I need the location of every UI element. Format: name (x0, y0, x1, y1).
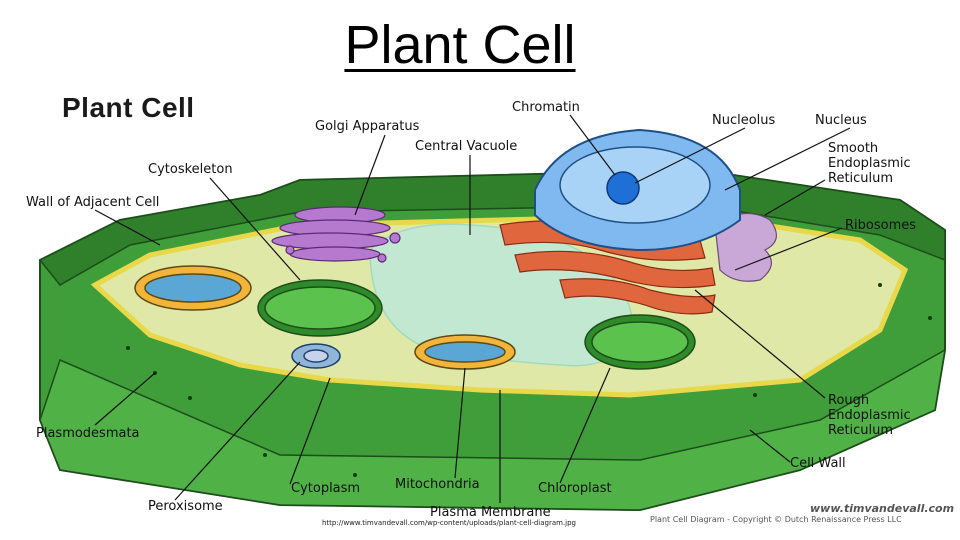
label-nucleus: Nucleus (815, 113, 867, 128)
label-wall-of-adjacent-cell: Wall of Adjacent Cell (26, 195, 160, 210)
chloroplast-right (584, 314, 696, 370)
label-plasmodesmata: Plasmodesmata (36, 426, 140, 441)
watermark-copyright: Plant Cell Diagram - Copyright © Dutch R… (650, 515, 902, 524)
plasmodesmata-dots (126, 283, 932, 477)
leader-lines (94, 114, 851, 503)
label-plasma-membrane: Plasma Membrane (430, 505, 551, 520)
label-cytoplasm: Cytoplasm (291, 481, 361, 496)
peroxisome (291, 343, 341, 369)
label-golgi-apparatus: Golgi Apparatus (315, 119, 420, 134)
label-central-vacuole: Central Vacuole (415, 139, 518, 154)
nucleus (534, 128, 741, 252)
slide-title: Plant Cell (344, 15, 576, 75)
label-chromatin: Chromatin (512, 100, 580, 115)
smooth-endoplasmic-reticulum (714, 213, 777, 282)
label-cytoskeleton: Cytoskeleton (148, 162, 233, 177)
watermark-site: www.timvandevall.com (810, 502, 955, 515)
source-url: http://www.timvandevall.com/wp-content/u… (322, 519, 577, 527)
label-chloroplast: Chloroplast (538, 481, 612, 496)
label-mitochondria: Mitochondria (395, 477, 480, 492)
chloroplast-left (257, 279, 383, 337)
golgi-apparatus (271, 206, 401, 263)
label-peroxisome: Peroxisome (148, 499, 223, 514)
mitochondrion-center (414, 334, 516, 370)
label-smooth-er: Smooth Endoplasmic Reticulum (828, 141, 911, 186)
nucleolus (606, 171, 640, 205)
cell-wall-front (39, 348, 946, 511)
label-ribosomes: Ribosomes (845, 218, 917, 233)
label-nucleolus: Nucleolus (712, 113, 776, 128)
diagram-title: Plant Cell (62, 92, 195, 123)
mitochondrion-left (134, 265, 252, 311)
label-rough-er: Rough Endoplasmic Reticulum (828, 393, 911, 438)
watermark: www.timvandevall.com Plant Cell Diagram … (650, 502, 955, 524)
label-cell-wall: Cell Wall (790, 456, 846, 471)
